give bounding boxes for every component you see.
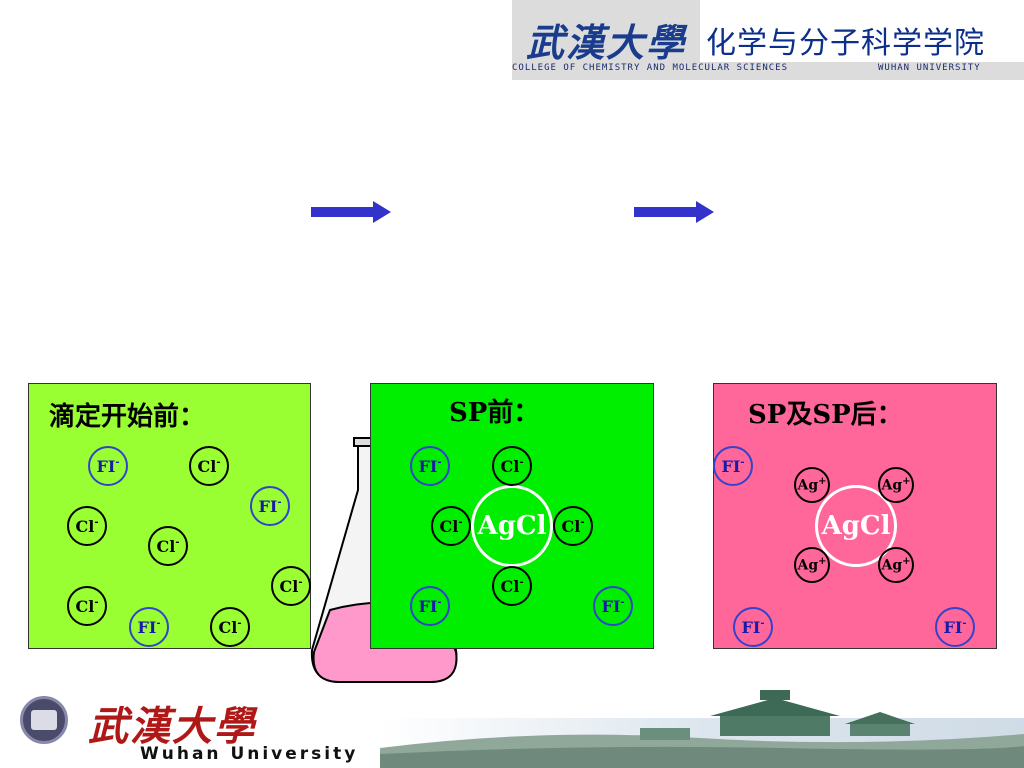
ion-cl: Cl- [553, 506, 593, 546]
header-subtitle-english: COLLEGE OF CHEMISTRY AND MOLECULAR SCIEN… [512, 63, 788, 73]
ion-cl: Cl- [271, 566, 311, 606]
ion-fl: FI- [88, 446, 128, 486]
panel-title: SP及SP后： [748, 400, 903, 430]
ion-cl: Cl- [492, 566, 532, 606]
ion-ag: Ag+ [878, 467, 914, 503]
ion-fl: FI- [713, 446, 753, 486]
footer-university-name: Wuhan University [140, 744, 359, 764]
ion-fl: FI- [410, 586, 450, 626]
university-seal-icon [20, 696, 68, 744]
agcl-precipitate: AgCl [815, 485, 897, 567]
ion-cl: Cl- [67, 586, 107, 626]
panel-title: 滴定开始前： [49, 402, 206, 432]
ion-cl: Cl- [148, 526, 188, 566]
ion-cl: Cl- [431, 506, 471, 546]
ion-fl: FI- [129, 607, 169, 647]
header-banner-right [700, 0, 1024, 62]
header-university-logo: 武漢大學 [526, 20, 687, 65]
arrow-right-2 [634, 201, 714, 223]
ion-ag: Ag+ [794, 547, 830, 583]
ion-cl: Cl- [189, 446, 229, 486]
ion-ag: Ag+ [794, 467, 830, 503]
campus-building-icon [380, 690, 1024, 768]
ion-cl: Cl- [492, 446, 532, 486]
ion-ag: Ag+ [878, 547, 914, 583]
ion-cl: Cl- [67, 506, 107, 546]
ion-cl: Cl- [210, 607, 250, 647]
panel-title: SP前： [449, 398, 540, 428]
ion-fl: FI- [733, 607, 773, 647]
ion-fl: FI- [935, 607, 975, 647]
header-college-name: 化学与分子科学学院 [706, 26, 985, 61]
footer-university-logo: 武漢大學 [88, 703, 256, 750]
arrow-right-1 [311, 201, 391, 223]
ion-fl: FI- [410, 446, 450, 486]
ion-fl: FI- [593, 586, 633, 626]
header-subtitle-university: WUHAN UNIVERSITY [878, 63, 981, 73]
ion-fl: FI- [250, 486, 290, 526]
agcl-precipitate: AgCl [471, 485, 553, 567]
